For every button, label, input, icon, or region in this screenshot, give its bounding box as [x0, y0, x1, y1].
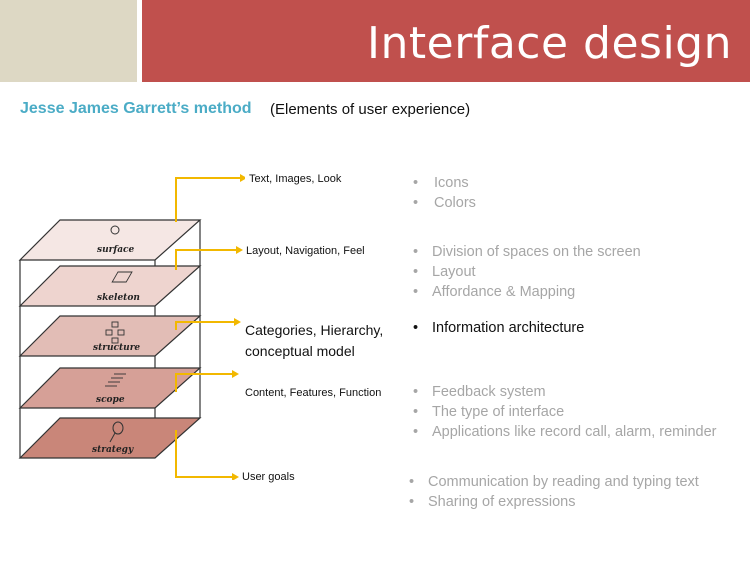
bullet-item: Colors: [412, 193, 476, 213]
annotation-skeleton: Layout, Navigation, Feel: [246, 245, 365, 257]
plane-scope: [18, 367, 202, 409]
bullet-item: Applications like record call, alarm, re…: [412, 422, 716, 442]
slide-subtitle: Jesse James Garrett’s method: [20, 100, 252, 117]
header-left-block: [0, 0, 137, 82]
plane-label-surface: surface: [97, 245, 135, 255]
plane-structure: [18, 315, 202, 357]
plane-label-scope: scope: [96, 395, 125, 405]
bullet-group-skeleton: Division of spaces on the screen Layout …: [412, 242, 641, 302]
bullet-group-surface: Icons Colors: [412, 173, 476, 213]
bullet-item: Layout: [412, 262, 641, 282]
strategy-icon: [109, 421, 124, 443]
bullet-item: Feedback system: [412, 382, 716, 402]
annotation-surface: Text, Images, Look: [249, 173, 342, 185]
plane-skeleton: [18, 265, 202, 307]
bullet-item: Sharing of expressions: [408, 492, 699, 512]
elements-of-ux-diagram: surface skeleton structure scope strateg…: [18, 174, 245, 480]
slide-title: Interface design: [367, 18, 732, 69]
bullet-item: Division of spaces on the screen: [412, 242, 641, 262]
structure-icon: [105, 321, 125, 344]
plane-label-structure: structure: [93, 343, 140, 353]
skeleton-icon: [111, 271, 133, 283]
plane-strategy: [18, 417, 202, 459]
bullet-item: Affordance & Mapping: [412, 282, 641, 302]
surface-icon: [110, 225, 120, 235]
plane-label-strategy: strategy: [92, 445, 134, 455]
bullet-item: Communication by reading and typing text: [408, 472, 699, 492]
arrow-heads: [232, 174, 245, 480]
annotation-strategy: User goals: [242, 471, 295, 483]
bullet-group-structure: Information architecture: [412, 318, 584, 338]
connector-arrows: [175, 177, 240, 478]
plane-label-skeleton: skeleton: [97, 293, 140, 303]
annotation-scope: Content, Features, Function: [245, 387, 382, 399]
bullet-item: Information architecture: [412, 318, 584, 338]
scope-icon: [105, 373, 126, 387]
slide-subnote: (Elements of user experience): [270, 101, 471, 118]
header-bar: Interface design: [142, 0, 750, 82]
plane-surface: [18, 219, 202, 261]
bullet-group-scope: Feedback system The type of interface Ap…: [412, 382, 716, 442]
annotation-structure: Categories, Hierarchy, conceptual model: [245, 322, 384, 359]
bullet-group-strategy: Communication by reading and typing text…: [408, 472, 699, 512]
bullet-item: Icons: [412, 173, 476, 193]
bullet-item: The type of interface: [412, 402, 716, 422]
